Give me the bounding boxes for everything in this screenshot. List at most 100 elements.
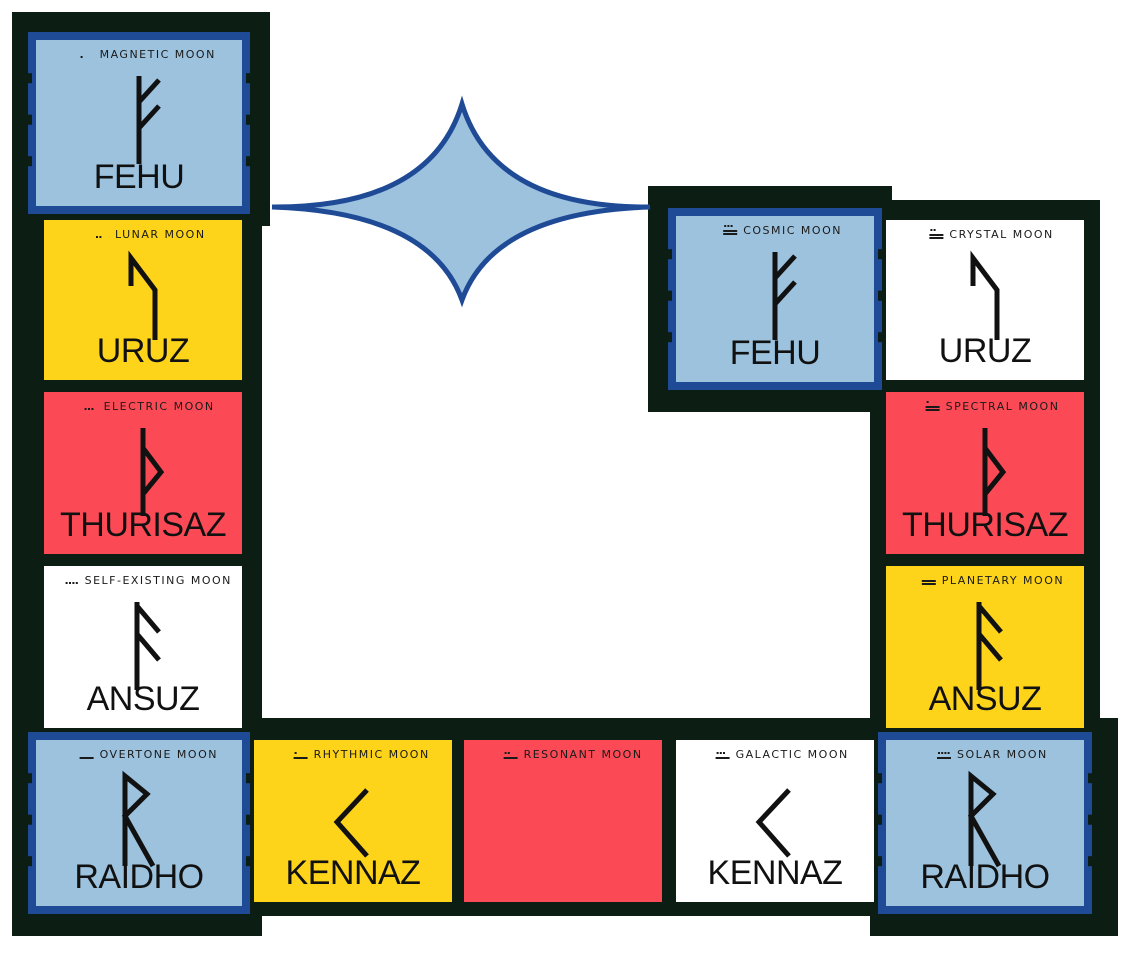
moon-cell-lunar: LUNAR MOON URUZ: [44, 220, 242, 380]
cell-background: [886, 566, 1084, 728]
tone-dot: [938, 752, 940, 754]
tone-dot: [88, 408, 90, 410]
border-notch: [28, 114, 32, 125]
moon-label: PLANETARY MOON: [942, 574, 1064, 587]
tone-dot: [84, 408, 87, 410]
border-notch: [878, 856, 882, 867]
tone-bar: [921, 583, 936, 585]
moon-label: LUNAR MOON: [115, 228, 206, 241]
border-notch: [668, 249, 672, 260]
tone-dot: [65, 582, 68, 584]
tone-bar: [929, 234, 944, 236]
tone-dot: [507, 752, 510, 754]
tone-dot: [716, 752, 719, 754]
fehu-rune-icon: [772, 252, 797, 340]
tone-bar: [723, 233, 738, 235]
rune-name: KENNAZ: [708, 854, 843, 892]
moon-label: OVERTONE MOON: [100, 748, 218, 761]
moon-cell-self-existing: SELF-EXISTING MOON ANSUZ: [44, 566, 242, 728]
rune-name: URUZ: [939, 332, 1031, 370]
cell-background: [44, 566, 242, 728]
cell-background: [44, 220, 242, 380]
tone-dot: [80, 56, 83, 58]
tone-dot: [933, 229, 936, 231]
border-notch: [246, 773, 250, 784]
uruz-rune-icon: [970, 250, 1000, 340]
kennaz-rune-icon: [333, 788, 369, 858]
tone-dot: [96, 236, 98, 238]
cell-background: [676, 740, 874, 902]
border-notch: [878, 290, 882, 301]
tone-bar: [929, 237, 944, 239]
tone-bar: [925, 406, 940, 408]
border-notch: [878, 249, 882, 260]
moon-label: SPECTRAL MOON: [946, 400, 1060, 413]
ansuz-rune-icon: [134, 602, 161, 690]
border-notch: [246, 814, 250, 825]
tone-dot: [99, 236, 102, 238]
border-notch: [878, 773, 882, 784]
thurisaz-rune-icon: [140, 428, 165, 516]
border-notch: [28, 156, 32, 167]
tone-dot: [69, 582, 71, 584]
connector-star: [271, 95, 651, 308]
moon-label: CRYSTAL MOON: [949, 228, 1053, 241]
border-notch: [28, 773, 32, 784]
tone-bar: [715, 757, 730, 759]
border-notch: [878, 814, 882, 825]
tone-bar: [925, 409, 940, 411]
tone-dot: [723, 752, 725, 754]
border-notch: [878, 332, 882, 343]
tone-dot: [724, 225, 727, 227]
tone-bar: [921, 580, 936, 582]
moon-cell-electric: ELECTRIC MOON THURISAZ: [44, 392, 242, 554]
thurisaz-rune-icon: [982, 428, 1007, 516]
kennaz-rune-icon: [755, 788, 791, 858]
tone-bar: [937, 757, 951, 759]
cell-background: [254, 740, 452, 902]
rune-name: RAIDHO: [74, 858, 203, 896]
border-notch: [246, 73, 250, 84]
rune-name: URUZ: [97, 332, 189, 370]
border-notch: [246, 856, 250, 867]
tone-bar: [79, 757, 94, 759]
border-notch: [28, 856, 32, 867]
tone-dot: [727, 225, 730, 227]
moon-cell-overtone: OVERTONE MOON RAIDHO: [28, 732, 250, 914]
tone-dot: [926, 401, 929, 403]
uruz-rune-icon: [128, 250, 158, 340]
moon-label: RESONANT MOON: [524, 748, 643, 761]
tone-dot: [91, 408, 94, 410]
rune-name: FEHU: [94, 158, 185, 196]
border-notch: [246, 156, 250, 167]
moon-label: SELF-EXISTING MOON: [85, 574, 232, 587]
rune-name: ANSUZ: [87, 680, 200, 718]
rune-name: THURISAZ: [60, 506, 226, 544]
ansuz-rune-icon: [976, 602, 1003, 690]
cell-background: [464, 740, 662, 902]
moon-cell-resonant: RESONANT MOON: [464, 740, 662, 902]
border-notch: [28, 814, 32, 825]
cell-background: [886, 740, 1084, 906]
rune-name: FEHU: [730, 334, 821, 372]
border-notch: [1088, 814, 1092, 825]
tone-bar: [503, 757, 518, 759]
cell-background: [36, 740, 242, 906]
moon-label: ELECTRIC MOON: [104, 400, 215, 413]
tone-dot: [947, 752, 950, 754]
border-notch: [1088, 856, 1092, 867]
border-notch: [28, 73, 32, 84]
tone-bar: [293, 757, 308, 759]
tone-dot: [944, 752, 947, 754]
tone-dot: [75, 582, 78, 584]
tone-dot: [930, 229, 933, 231]
moon-label: RHYTHMIC MOON: [314, 748, 430, 761]
